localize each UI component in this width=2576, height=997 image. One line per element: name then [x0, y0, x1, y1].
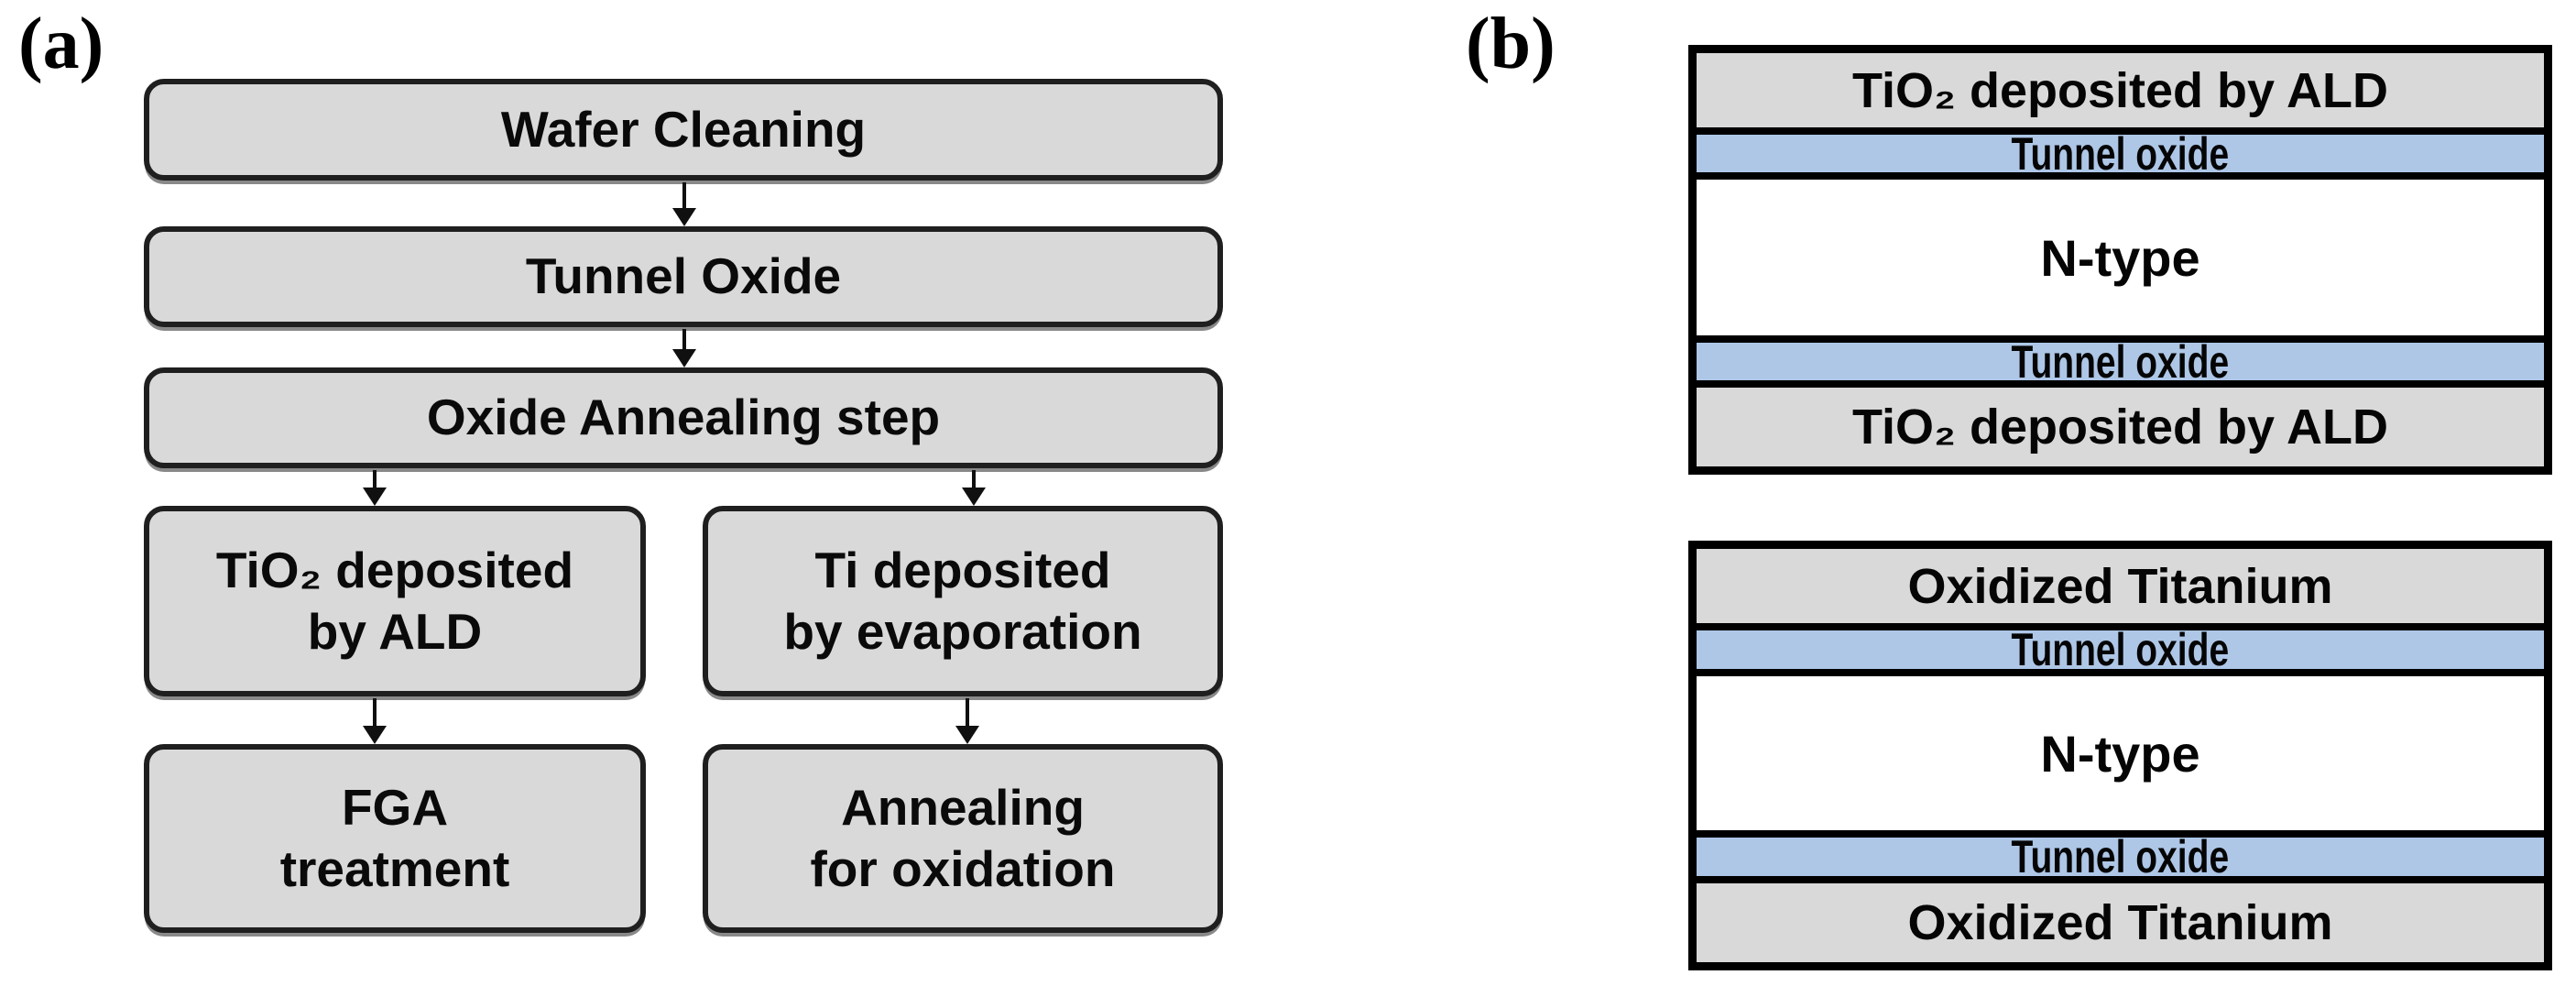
arrow-down-icon — [961, 470, 987, 506]
flow-box-ti-evaporation: Ti deposited by evaporation — [703, 506, 1223, 696]
layer-tunnel-oxide-bottom-text: Tunnel oxide — [2011, 831, 2230, 882]
arrow-head — [962, 488, 986, 506]
flow-box-oxide-annealing-text: Oxide Annealing step — [426, 389, 941, 446]
panel-a-label: (a) — [18, 4, 104, 84]
layer-oxidized-ti-top-text: Oxidized Titanium — [1907, 558, 2333, 614]
layer-divider — [1697, 876, 2544, 883]
arrow-shaft — [682, 182, 686, 208]
flow-box-wafer-cleaning: Wafer Cleaning — [144, 79, 1223, 181]
layer-divider — [1697, 335, 2544, 343]
arrow-head — [363, 488, 387, 506]
layer-tio2-ald-top-text: TiO₂ deposited by ALD — [1851, 62, 2389, 118]
layer-n-type-text: N-type — [2040, 228, 2200, 287]
flow-box-ti-evaporation-line1: Ti deposited — [814, 541, 1111, 598]
layer-oxidized-ti-bottom: Oxidized Titanium — [1697, 883, 2544, 962]
layer-tio2-ald-bottom: TiO₂ deposited by ALD — [1697, 388, 2544, 466]
arrow-shaft — [373, 698, 377, 726]
layer-tunnel-oxide-bottom-text: Tunnel oxide — [2011, 335, 2230, 388]
arrow-down-icon — [671, 329, 697, 367]
layer-tunnel-oxide-bottom: Tunnel oxide — [1697, 339, 2544, 385]
layer-tio2-ald-top: TiO₂ deposited by ALD — [1697, 53, 2544, 127]
layer-n-type: N-type — [1697, 676, 2544, 830]
layer-tunnel-oxide-top: Tunnel oxide — [1697, 627, 2544, 673]
flow-box-tunnel-oxide-text: Tunnel Oxide — [525, 247, 842, 305]
layer-divider — [1697, 669, 2544, 676]
arrow-shaft — [972, 470, 976, 488]
flow-box-tio2-ald: TiO₂ deposited by ALD — [144, 506, 646, 696]
layer-n-type: N-type — [1697, 180, 2544, 335]
layer-tunnel-oxide-top-text: Tunnel oxide — [2011, 624, 2230, 675]
arrow-shaft — [373, 470, 377, 488]
flow-box-fga-line1: FGA — [341, 778, 449, 836]
flow-box-tunnel-oxide: Tunnel Oxide — [144, 226, 1223, 327]
flow-box-oxide-annealing: Oxide Annealing step — [144, 367, 1223, 468]
flow-box-annealing-oxidation: Annealing for oxidation — [703, 744, 1223, 933]
layer-oxidized-ti-bottom-text: Oxidized Titanium — [1907, 895, 2333, 950]
layer-divider — [1697, 127, 2544, 135]
layer-divider — [1697, 172, 2544, 180]
arrow-head — [672, 208, 696, 226]
flow-box-fga-treatment: FGA treatment — [144, 744, 646, 933]
arrow-head — [672, 349, 696, 367]
arrow-head — [363, 726, 387, 744]
layer-tunnel-oxide-bottom: Tunnel oxide — [1697, 834, 2544, 880]
arrow-shaft — [682, 329, 686, 349]
flow-box-fga-line2: treatment — [279, 840, 510, 897]
layer-n-type-text: N-type — [2040, 724, 2200, 783]
flow-box-annealing-line2: for oxidation — [810, 840, 1116, 897]
flow-box-ti-evaporation-line2: by evaporation — [783, 603, 1142, 660]
arrow-head — [955, 726, 979, 744]
flow-box-annealing-line1: Annealing — [841, 778, 1085, 836]
flow-box-tio2-ald-line1: TiO₂ deposited — [215, 541, 574, 598]
stack-oxidized-titanium: Oxidized Titanium Tunnel oxide N-type Tu… — [1688, 541, 2552, 970]
arrow-down-icon — [955, 698, 980, 744]
layer-divider — [1697, 380, 2544, 388]
layer-oxidized-ti-top: Oxidized Titanium — [1697, 549, 2544, 623]
flow-box-wafer-cleaning-text: Wafer Cleaning — [500, 100, 867, 158]
arrow-down-icon — [362, 698, 387, 744]
flow-box-tio2-ald-line2: by ALD — [307, 603, 483, 660]
layer-divider — [1697, 830, 2544, 838]
layer-tio2-ald-bottom-text: TiO₂ deposited by ALD — [1851, 400, 2389, 455]
layer-tunnel-oxide-top-text: Tunnel oxide — [2011, 127, 2230, 180]
arrow-down-icon — [671, 182, 697, 226]
arrow-shaft — [966, 698, 969, 726]
layer-tunnel-oxide-top: Tunnel oxide — [1697, 131, 2544, 177]
stack-tio2-ald: TiO₂ deposited by ALD Tunnel oxide N-typ… — [1688, 45, 2552, 475]
arrow-down-icon — [362, 470, 387, 506]
layer-divider — [1697, 623, 2544, 630]
panel-b-label: (b) — [1466, 4, 1555, 84]
